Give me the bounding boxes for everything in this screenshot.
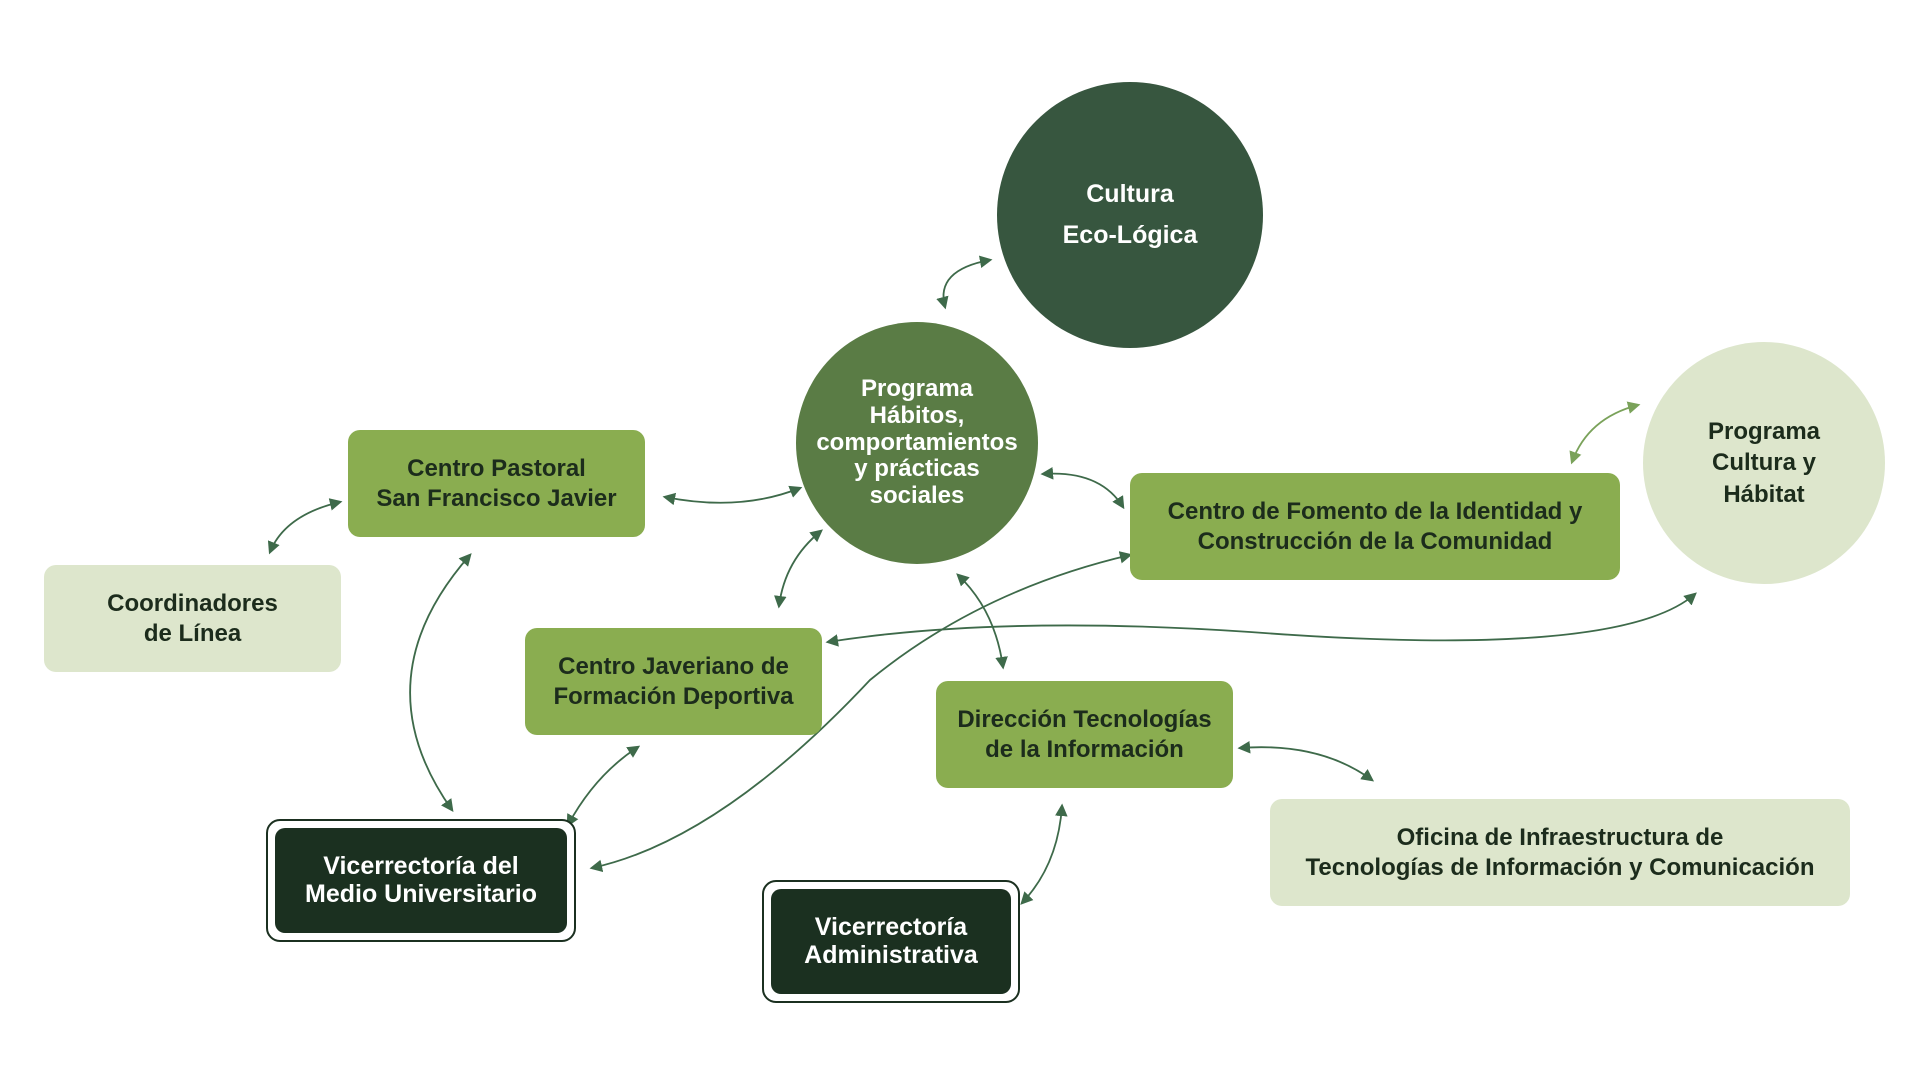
arrow-habitos-centro-javeriano	[774, 529, 823, 609]
cultura-habitat-line-1: Programa	[1707, 418, 1821, 446]
node-programa-habitos: Programa Hábitos, comportamientos y prác…	[796, 322, 1038, 564]
node-vicerrectoria-admin: Vicerrectoría Administrativa	[762, 880, 1020, 1003]
vicerrectoria-medio-line-1: Vicerrectoría del	[323, 852, 519, 880]
arrow-fomento-cultura-habitat	[1569, 401, 1641, 465]
arrow-fomento-vicerrectoria-medio	[589, 551, 1133, 872]
direccion-ti-line-1: Dirección Tecnologías	[957, 705, 1212, 733]
node-coordinadores: Coordinadores de Línea	[44, 565, 341, 672]
arrow-pastoral-coordinadores	[267, 498, 343, 555]
arrow-vicerrectoria-medio-javeriano	[566, 745, 641, 828]
node-direccion-ti: Dirección Tecnologías de la Información	[936, 681, 1233, 788]
centro-fomento-line-1: Centro de Fomento de la Identidad y	[1167, 497, 1583, 525]
coordinadores-line-2: de Línea	[143, 619, 242, 647]
arrow-habitos-direccion-ti	[956, 573, 1008, 670]
node-centro-fomento: Centro de Fomento de la Identidad y Cons…	[1130, 473, 1620, 580]
vicerrectoria-admin-line-1: Vicerrectoría	[814, 913, 968, 941]
oficina-line-1: Oficina de Infraestructura de	[1396, 823, 1724, 851]
programa-habitos-line-3: comportamientos	[816, 428, 1018, 456]
vicerrectoria-admin-line-2: Administrativa	[804, 940, 978, 969]
arrow-javeriano-cultura-habitat	[825, 592, 1697, 647]
programa-habitos-line-1: Programa	[860, 374, 974, 402]
cultura-ecologica-line-1: Cultura	[1086, 179, 1174, 208]
node-centro-javeriano: Centro Javeriano de Formación Deportiva	[525, 628, 822, 735]
node-oficina-infraestructura: Oficina de Infraestructura de Tecnología…	[1270, 799, 1850, 906]
programa-habitos-line-5: sociales	[869, 482, 965, 510]
direccion-ti-line-2: de la Información	[985, 735, 1184, 763]
cultura-habitat-line-2: Cultura y	[1711, 449, 1816, 477]
node-cultura-ecologica: Cultura Eco-Lógica	[997, 82, 1263, 348]
centro-pastoral-line-2: San Francisco Javier	[376, 484, 617, 512]
vicerrectoria-medio-line-2: Medio Universitario	[305, 879, 537, 908]
centro-javeriano-line-1: Centro Javeriano de	[558, 652, 789, 680]
programa-habitos-line-4: y prácticas	[854, 455, 980, 483]
arrow-pastoral-vicerrectoria-medio	[409, 553, 472, 813]
programa-habitos-line-2: Hábitos,	[869, 401, 965, 429]
centro-pastoral-line-1: Centro Pastoral	[407, 454, 586, 482]
arrow-habitos-centro-pastoral	[662, 485, 803, 506]
cultura-ecologica-line-2: Eco-Lógica	[1062, 221, 1198, 249]
centro-fomento-line-2: Construcción de la Comunidad	[1197, 527, 1553, 555]
cultura-habitat-line-3: Hábitat	[1723, 480, 1805, 508]
arrow-direccion-ti-oficina	[1237, 740, 1375, 782]
vicerrectoria-medio-inner: Vicerrectoría del Medio Universitario	[275, 828, 567, 933]
node-centro-pastoral: Centro Pastoral San Francisco Javier	[348, 430, 645, 537]
arrow-habitos-cultura-ecologica	[936, 255, 993, 310]
oficina-line-2: Tecnologías de Información y Comunicació…	[1305, 853, 1815, 881]
node-programa-cultura-habitat: Programa Cultura y Hábitat	[1643, 342, 1885, 584]
arrow-direccion-ti-vicerrectoria-admin	[1020, 803, 1068, 905]
node-vicerrectoria-medio: Vicerrectoría del Medio Universitario	[266, 819, 576, 942]
coordinadores-line-1: Coordinadores	[107, 589, 278, 617]
vicerrectoria-admin-inner: Vicerrectoría Administrativa	[771, 889, 1011, 994]
centro-javeriano-line-2: Formación Deportiva	[553, 682, 794, 710]
arrow-habitos-centro-fomento	[1040, 467, 1125, 510]
